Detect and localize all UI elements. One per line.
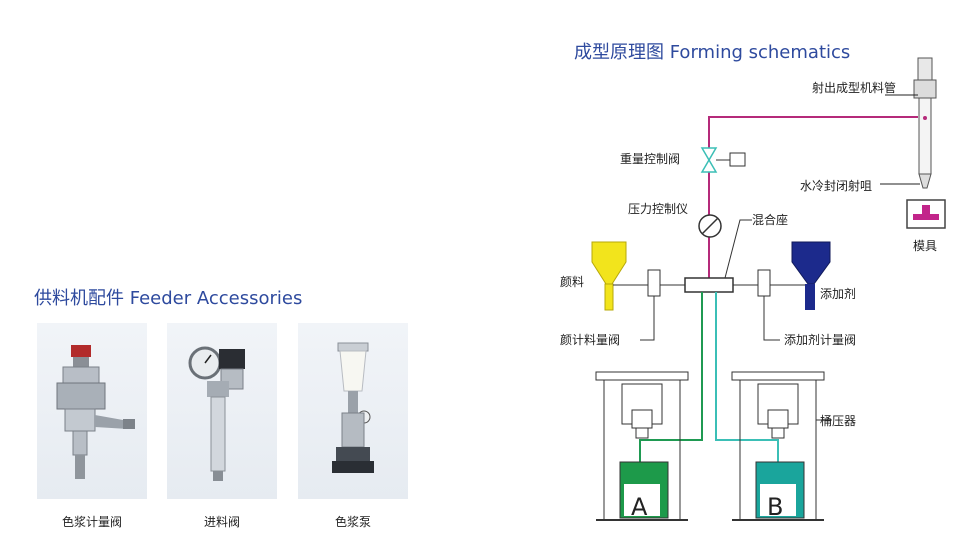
- feeder-accessories-title: 供料机配件 Feeder Accessories: [34, 288, 303, 309]
- weight-control-valve: [700, 147, 746, 173]
- caption-pigment-metering-valve: 色浆计量阀: [61, 515, 122, 529]
- label-water-nozzle: 水冷封闭射咀: [800, 178, 872, 193]
- label-additive-valve: 添加剂计量阀: [784, 332, 856, 347]
- label-additive: 添加剂: [820, 286, 856, 301]
- bucket-press-a: [595, 371, 689, 521]
- forming-schematics-title: 成型原理图 Forming schematics: [574, 42, 851, 63]
- label-pressure-gauge: 压力控制仪: [628, 202, 688, 216]
- pigment-hopper: [591, 241, 627, 311]
- label-mold: 模具: [913, 239, 937, 253]
- pressure-gauge: [698, 214, 722, 238]
- mold: [906, 199, 946, 229]
- feed-valve-photo: [167, 323, 277, 499]
- caption-feed-valve: 进料阀: [203, 515, 240, 529]
- label-pigment: 颜料: [560, 274, 584, 289]
- label-pigment-valve: 颜计料量阀: [560, 332, 620, 347]
- additive-metering-valve: [757, 269, 771, 297]
- tank-b-label: B: [767, 493, 783, 521]
- tank-a-label: A: [631, 493, 648, 521]
- pigment-metering-valve-photo: [37, 323, 147, 499]
- label-injection-tube: 射出成型机料管: [812, 80, 896, 95]
- label-weight-valve: 重量控制阀: [620, 152, 680, 166]
- label-bucket-press: 桶压器: [820, 413, 856, 428]
- bucket-press-b: [731, 371, 825, 521]
- mixing-seat: [684, 277, 734, 293]
- additive-hopper: [791, 241, 831, 310]
- pigment-metering-valve: [647, 269, 661, 297]
- label-mix-seat: 混合座: [752, 212, 788, 227]
- injection-tube: [913, 57, 937, 189]
- caption-pigment-pump: 色浆泵: [334, 515, 371, 529]
- pigment-pump-photo: [298, 323, 408, 499]
